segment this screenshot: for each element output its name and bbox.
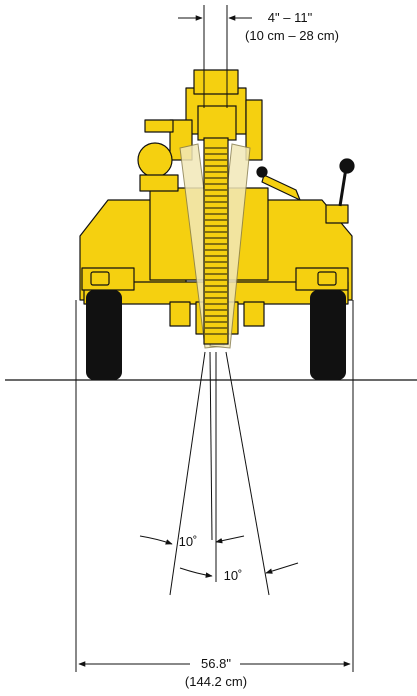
swing-angle-label-lower: 10˚ [224,568,243,583]
frame-leg-right [243,301,265,327]
tire-left [86,290,122,380]
headlight-left [90,271,110,286]
chain-head [197,105,237,141]
control-arm [261,174,301,201]
angle-arrow-left-b [215,535,245,544]
hydraulic-tank [137,142,173,178]
control-knob-small [256,166,268,178]
swing-line-left [169,351,206,596]
engine-side [245,99,263,161]
angle-arrow-right-b [265,562,299,574]
track-width-imperial: 56.8" [201,656,231,671]
chain-body [203,137,229,345]
track-width-dimension [75,300,354,672]
engine-cap [193,69,239,95]
angle-arrow-left-a [139,535,173,545]
joystick-base [325,204,349,224]
frame-leg-left [169,301,191,327]
track-width-metric: (144.2 cm) [185,674,247,689]
headlight-right [317,271,337,286]
tire-right [310,290,346,380]
swing-angle-label-upper: 10˚ [179,534,198,549]
trench-width-dimension [178,5,252,108]
trench-width-metric: (10 cm – 28 cm) [245,28,339,43]
swing-line-center-left [209,351,213,541]
trench-width-imperial: 4" – 11" [268,10,313,25]
joystick-knob [339,158,355,174]
joystick-stick [338,167,348,207]
tires [86,290,346,380]
angle-arrows [139,535,299,578]
chain-teeth [205,147,227,335]
bracket-left [144,119,174,133]
tank-strap [139,174,179,192]
angle-arrow-right-a [179,567,213,578]
swing-angle-lines [169,351,270,596]
swing-line-right [225,351,270,596]
